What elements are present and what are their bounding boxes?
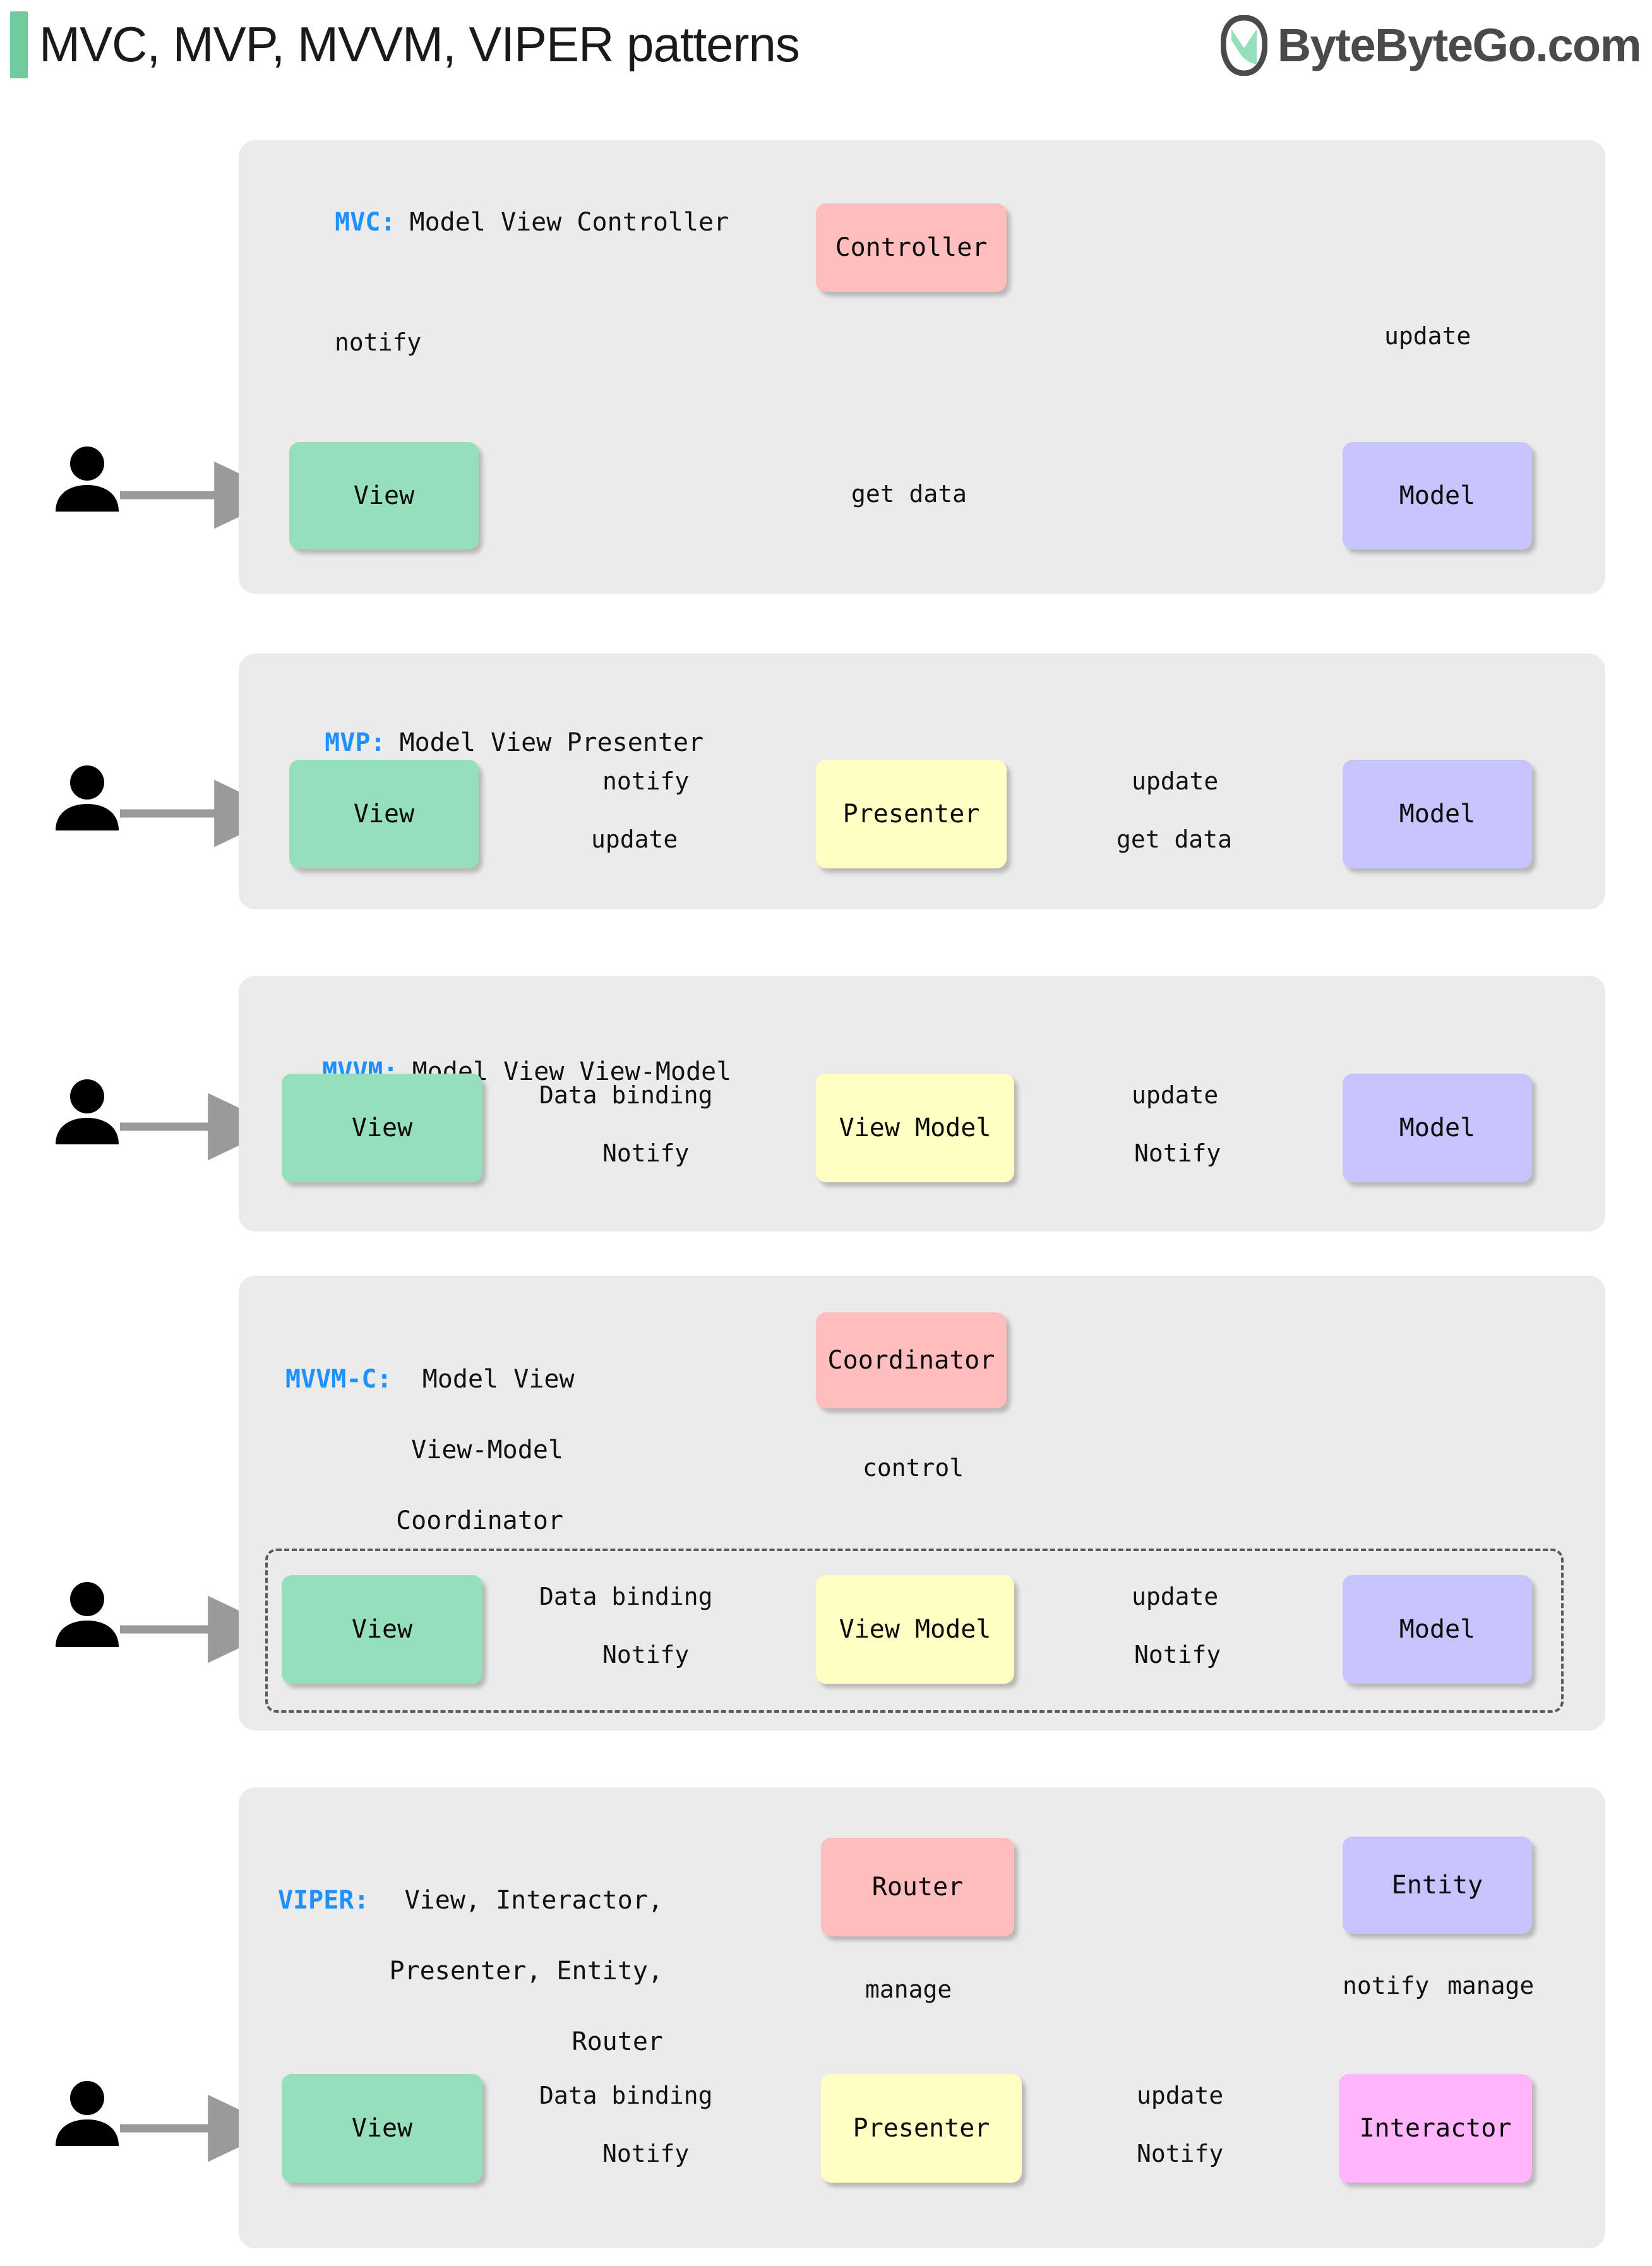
edge-label-mvp-update-view: update bbox=[585, 825, 685, 853]
node-viper-interactor[interactable]: Interactor bbox=[1339, 2074, 1532, 2183]
edge-label-mvvm-c-notify-view: Notify bbox=[596, 1641, 696, 1669]
node-mvvm-c-view[interactable]: View bbox=[282, 1575, 482, 1684]
edge-label-mvc-get-data: get data bbox=[845, 480, 974, 508]
edge-label-mvc-notify: notify bbox=[335, 328, 422, 356]
edge-label-mvp-get-data: get data bbox=[1110, 825, 1239, 853]
node-mvp-presenter[interactable]: Presenter bbox=[816, 760, 1007, 868]
title-accent-bar bbox=[10, 11, 28, 78]
section-viper-line1: View, Interactor, bbox=[404, 1886, 663, 1915]
edge-label-mvvm-update: update bbox=[1125, 1081, 1225, 1109]
node-viper-router[interactable]: Router bbox=[821, 1838, 1014, 1936]
node-mvvm-view[interactable]: View bbox=[282, 1074, 482, 1182]
node-viper-entity[interactable]: Entity bbox=[1343, 1837, 1532, 1934]
brand-text: ByteByteGo.com bbox=[1277, 19, 1642, 71]
page-header: MVC, MVP, MVVM, VIPER patterns ByteByteG… bbox=[0, 0, 1652, 88]
node-mvvm-model[interactable]: Model bbox=[1343, 1074, 1532, 1182]
edge-label-mvc-update: update bbox=[1384, 322, 1471, 350]
brand: ByteByteGo.com bbox=[1220, 15, 1642, 76]
page-title: MVC, MVP, MVVM, VIPER patterns bbox=[39, 16, 800, 72]
section-viper-key: VIPER: bbox=[278, 1886, 369, 1915]
edge-label-viper-notify-entity: notify bbox=[1336, 1972, 1436, 1999]
mvvm-c-module-group bbox=[265, 1549, 1564, 1713]
node-mvc-controller[interactable]: Controller bbox=[816, 203, 1007, 292]
node-mvvm-viewmodel[interactable]: View Model bbox=[816, 1074, 1014, 1182]
node-mvvm-c-viewmodel[interactable]: View Model bbox=[816, 1575, 1014, 1684]
node-mvp-model[interactable]: Model bbox=[1343, 760, 1532, 868]
section-mvvm-c-line3: Coordinator bbox=[396, 1506, 563, 1535]
section-mvvm-c-label: MVVM-C: Model View View-Model Coordinator bbox=[285, 1326, 575, 1538]
edge-label-viper-manage-entity: manage bbox=[1441, 1972, 1541, 1999]
user-icon bbox=[56, 765, 119, 830]
bytebytego-leaf-icon bbox=[1220, 15, 1267, 76]
section-mvp-label: MVP: Model View Presenter bbox=[294, 690, 703, 760]
edge-label-mvvm-data-binding: Data binding bbox=[533, 1081, 719, 1109]
edge-label-viper-update: update bbox=[1130, 2082, 1230, 2109]
section-viper-label: VIPER: View, Interactor, Presenter, Entit… bbox=[278, 1847, 663, 2059]
section-mvc-label: MVC: Model View Controller bbox=[304, 169, 729, 240]
user-icon bbox=[56, 1079, 119, 1144]
edge-label-viper-notify-inter: Notify bbox=[1130, 2140, 1230, 2167]
section-mvvm-c-key: MVVM-C: bbox=[285, 1365, 392, 1394]
section-mvp-expansion: Model View Presenter bbox=[399, 728, 704, 757]
section-viper-line3: Router bbox=[572, 2027, 664, 2056]
node-mvvm-c-model[interactable]: Model bbox=[1343, 1575, 1532, 1684]
edge-label-mvvm-notify-view: Notify bbox=[596, 1139, 696, 1167]
user-icon bbox=[56, 447, 119, 512]
node-viper-presenter[interactable]: Presenter bbox=[821, 2074, 1022, 2183]
edge-label-viper-data-binding: Data binding bbox=[533, 2082, 719, 2109]
node-mvc-model[interactable]: Model bbox=[1343, 442, 1532, 549]
edge-label-mvvm-c-data-binding: Data binding bbox=[533, 1583, 719, 1610]
edge-label-viper-manage-router: manage bbox=[859, 1975, 959, 2003]
edge-label-mvvm-notify-model: Notify bbox=[1128, 1139, 1228, 1167]
edge-label-viper-notify-view: Notify bbox=[596, 2140, 696, 2167]
edge-label-mvvm-c-control: control bbox=[856, 1454, 971, 1482]
edge-label-mvp-update: update bbox=[1125, 767, 1225, 795]
section-mvc-expansion: Model View Controller bbox=[409, 208, 729, 237]
section-mvvm-c-line1: Model View bbox=[422, 1365, 575, 1394]
section-mvvm-c-line2: View-Model bbox=[411, 1436, 563, 1465]
edge-label-mvp-notify: notify bbox=[596, 767, 696, 795]
user-icon bbox=[56, 2081, 119, 2146]
section-mvp-key: MVP: bbox=[325, 728, 386, 757]
edge-label-mvvm-c-notify-model: Notify bbox=[1128, 1641, 1228, 1669]
node-mvvm-c-coordinator[interactable]: Coordinator bbox=[816, 1312, 1007, 1408]
node-mvp-view[interactable]: View bbox=[289, 760, 479, 868]
edge-label-mvvm-c-update: update bbox=[1125, 1583, 1225, 1610]
section-viper-line2: Presenter, Entity, bbox=[389, 1957, 663, 1986]
section-mvc-key: MVC: bbox=[335, 208, 396, 237]
node-viper-view[interactable]: View bbox=[282, 2074, 482, 2183]
node-mvc-view[interactable]: View bbox=[289, 442, 479, 549]
user-icon bbox=[56, 1582, 119, 1647]
